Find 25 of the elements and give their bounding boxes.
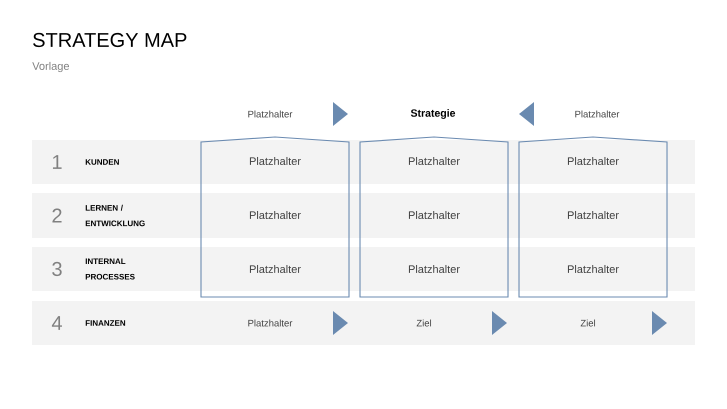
row-number: 2: [52, 208, 62, 222]
cell-text: Platzhalter: [250, 264, 301, 274]
cell-text: Platzhalter: [568, 264, 619, 274]
subtitle: Vorlage: [32, 62, 70, 72]
cell-text: Ziel: [580, 320, 596, 326]
header-text: Platzhalter: [575, 110, 620, 118]
cell-text: Platzhalter: [250, 210, 301, 220]
cell-text: Platzhalter: [408, 264, 460, 274]
row-number: 3: [52, 262, 62, 276]
row-label: FINANZEN: [86, 320, 126, 326]
row-number: 4: [52, 316, 62, 330]
cell-text: Platzhalter: [408, 210, 460, 220]
cell-text: Platzhalter: [568, 156, 619, 166]
title: STRATEGY MAP: [33, 32, 186, 48]
header-text: Strategie: [410, 109, 456, 119]
cell-text: Ziel: [416, 320, 432, 326]
cell-text: Platzhalter: [250, 156, 301, 166]
row-number: 1: [52, 155, 62, 169]
row-label: LERNEN / ENTWICKLUNG: [86, 204, 145, 226]
cell-text: Platzhalter: [568, 210, 619, 220]
header-text: Platzhalter: [248, 110, 292, 118]
row-label: KUNDEN: [86, 159, 119, 165]
cell-text: Platzhalter: [248, 320, 292, 326]
row-label: INTERNAL PROCESSES: [86, 258, 135, 280]
cell-text: Platzhalter: [408, 156, 460, 166]
